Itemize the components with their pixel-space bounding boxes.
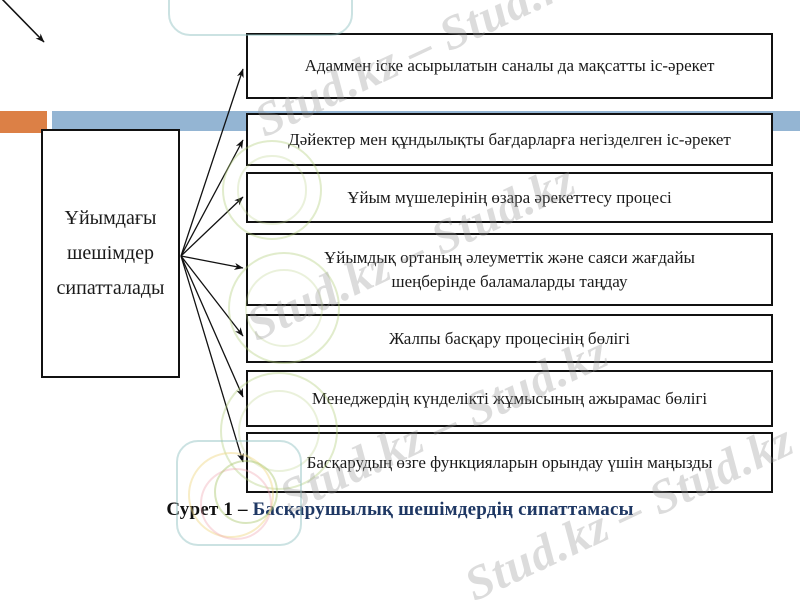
characteristic-box-6: Менеджердің күнделікті жұмысының ажырама… — [246, 370, 773, 427]
characteristic-box-2-label: Дәйектер мен құндылықты бағдарларға негі… — [288, 129, 731, 149]
arrow-to-box-6 — [180, 255, 244, 398]
characteristic-box-7-label: Басқарудың өзге функцияларын орындау үші… — [306, 452, 713, 472]
characteristic-box-4: Ұйымдық ортаның әлеуметтік және саяси жа… — [246, 233, 773, 306]
arrow-to-box-5 — [180, 255, 244, 337]
figure-caption: Сурет 1 – Басқарушылық шешімдердің сипат… — [0, 499, 800, 521]
arrow-to-box-2 — [180, 139, 244, 257]
characteristic-box-2: Дәйектер мен құндылықты бағдарларға негі… — [246, 113, 773, 166]
arrow-to-box-3 — [180, 196, 244, 257]
characteristic-box-7: Басқарудың өзге функцияларын орындау үші… — [246, 432, 773, 493]
characteristic-box-3: Ұйым мүшелерінің өзара әрекеттесу процес… — [246, 172, 773, 223]
characteristic-box-5-label: Жалпы басқару процесінің бөлігі — [389, 328, 630, 348]
characteristic-box-1: Адаммен іске асырылатын саналы да мақсат… — [246, 33, 773, 99]
figure-caption-number: Сурет 1 – — [166, 499, 253, 520]
logo-outline-top — [168, 0, 353, 36]
characteristic-box-3-label: Ұйым мүшелерінің өзара әрекеттесу процес… — [347, 187, 672, 207]
arrow-to-box-4 — [180, 255, 244, 270]
arrow-to-box-1 — [180, 68, 244, 257]
figure-caption-title: Басқарушылық шешімдердің сипаттамасы — [252, 499, 634, 520]
characteristic-box-5: Жалпы басқару процесінің бөлігі — [246, 314, 773, 363]
corner-arrow — [1, 0, 45, 43]
characteristic-box-4-label: Ұйымдық ортаның әлеуметтік және саяси жа… — [324, 248, 695, 291]
characteristic-box-6-label: Менеджердің күнделікті жұмысының ажырама… — [311, 388, 708, 408]
characteristic-box-1-label: Адаммен іске асырылатын саналы да мақсат… — [304, 56, 715, 76]
arrow-to-box-7 — [180, 255, 244, 463]
source-box-label: Ұйымдағы шешімдер сипатталады — [56, 207, 165, 299]
source-box: Ұйымдағы шешімдер сипатталады — [41, 129, 180, 378]
decorative-orange-block — [0, 111, 47, 133]
